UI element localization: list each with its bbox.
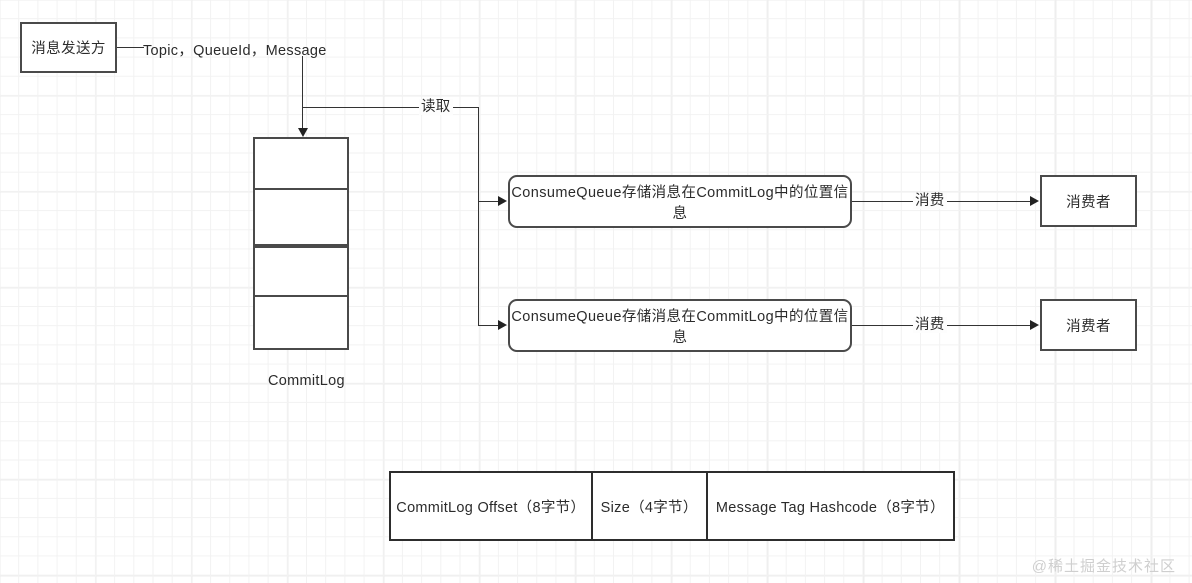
edge-read-vertical	[478, 107, 479, 326]
edge-label-read: 读取	[419, 99, 453, 115]
node-consume-queue-2[interactable]: ConsumeQueue存储消息在CommitLog中的位置信息	[508, 299, 852, 352]
node-consumer-1[interactable]: 消费者	[1040, 175, 1137, 227]
node-consumer-1-label: 消费者	[1066, 194, 1111, 211]
table-cell-label: CommitLog Offset（8字节）	[396, 499, 586, 516]
table-cell-message-tag-hashcode: Message Tag Hashcode（8字节）	[708, 473, 953, 539]
arrowhead-cq1	[498, 196, 507, 206]
table-cell-label: Message Tag Hashcode（8字节）	[715, 499, 945, 516]
table-cell-size: Size（4字节）	[593, 473, 708, 539]
commitlog-segment	[255, 297, 347, 348]
commitlog-segment	[255, 248, 347, 297]
node-consume-queue-1[interactable]: ConsumeQueue存储消息在CommitLog中的位置信息	[508, 175, 852, 228]
edge-read-to-cq1	[478, 201, 499, 202]
edge-read-horizontal	[302, 107, 479, 108]
arrowhead-into-commitlog	[297, 128, 308, 137]
arrowhead-cq2	[498, 320, 507, 330]
node-consume-queue-1-label: ConsumeQueue存储消息在CommitLog中的位置信息	[511, 184, 849, 222]
node-consumer-2[interactable]: 消费者	[1040, 299, 1137, 351]
node-producer[interactable]: 消息发送方	[20, 22, 117, 73]
edge-label-consume-2: 消费	[913, 317, 947, 333]
node-commitlog[interactable]	[253, 137, 349, 350]
consume-queue-record-table[interactable]: CommitLog Offset（8字节） Size（4字节） Message …	[389, 471, 955, 541]
edge-producer-stub	[117, 47, 144, 48]
edge-label-producer-to-commitlog: Topic，QueueId，Message	[143, 43, 327, 59]
node-consumer-2-label: 消费者	[1066, 318, 1111, 335]
table-cell-commitlog-offset: CommitLog Offset（8字节）	[391, 473, 593, 539]
commitlog-segment	[255, 190, 347, 248]
edge-producer-down	[302, 56, 303, 131]
edge-label-consume-1: 消费	[913, 193, 947, 209]
table-cell-label: Size（4字节）	[600, 499, 698, 516]
node-producer-label: 消息发送方	[31, 41, 106, 57]
arrowhead-consumer2	[1030, 320, 1039, 330]
watermark: @稀土掘金技术社区	[1031, 558, 1176, 575]
node-consume-queue-2-label: ConsumeQueue存储消息在CommitLog中的位置信息	[511, 308, 849, 346]
commitlog-caption: CommitLog	[268, 373, 345, 389]
arrowhead-consumer1	[1030, 196, 1039, 206]
edge-read-to-cq2	[478, 325, 499, 326]
commitlog-segment	[255, 139, 347, 190]
